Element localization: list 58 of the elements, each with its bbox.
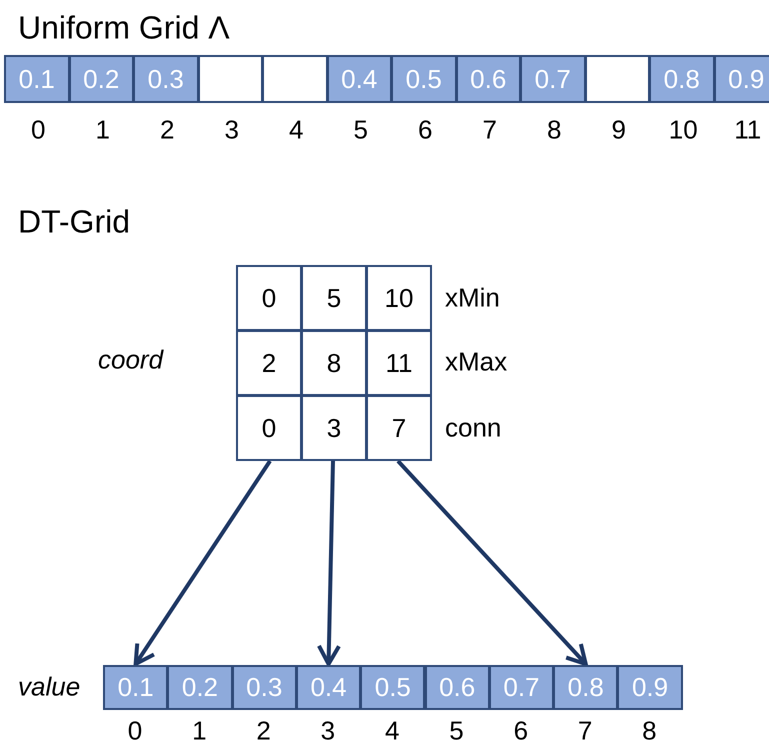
heading: Uniform Grid Λ <box>18 10 230 46</box>
index-number: 5 <box>449 716 464 746</box>
index-number: 8 <box>642 716 657 746</box>
value-cell: 0.6 <box>424 665 490 710</box>
index-number: 10 <box>668 114 698 146</box>
value-cell: 0.2 <box>167 665 233 710</box>
value-cell: 0.4 <box>296 665 362 710</box>
value-cell: 0.4 <box>326 55 392 103</box>
index-number: 1 <box>96 114 110 146</box>
index-number: 0 <box>31 114 46 146</box>
table-cell: 0 <box>236 395 302 461</box>
index-number: 8 <box>547 114 562 146</box>
table-cell: 3 <box>301 395 367 461</box>
row-label: xMin <box>445 282 500 314</box>
row-label: coord <box>98 344 164 376</box>
index-number: 6 <box>514 716 528 746</box>
value-cell: 0.7 <box>520 55 586 103</box>
value-cell: 0.2 <box>68 55 134 103</box>
value-cell: 0.6 <box>456 55 521 103</box>
index-number: 4 <box>384 716 400 746</box>
table-cell: 11 <box>366 330 432 396</box>
arrow <box>396 460 588 666</box>
index-number: 11 <box>734 114 762 146</box>
value-cell: 0.1 <box>103 665 168 710</box>
index-number: 7 <box>482 114 497 146</box>
table-cell: 2 <box>236 330 302 396</box>
table-cell: 8 <box>301 330 367 396</box>
value-cell: 0.7 <box>488 665 554 710</box>
index-number: 0 <box>128 716 142 746</box>
index-number: 9 <box>612 114 626 146</box>
index-number: 5 <box>354 114 368 146</box>
arrow <box>134 460 272 666</box>
value-cell: 0.9 <box>714 55 769 103</box>
value-cell: 0.1 <box>4 55 70 103</box>
table-cell: 0 <box>236 265 302 331</box>
value-cell: 0.8 <box>649 55 714 103</box>
index-number: 7 <box>578 716 592 746</box>
index-number: 1 <box>192 716 207 746</box>
value-cell: 0.8 <box>553 665 618 710</box>
arrow <box>316 460 341 666</box>
row-label: value <box>18 672 80 702</box>
table-cell: 10 <box>366 265 432 331</box>
value-cell: 0.9 <box>617 665 683 710</box>
index-number: 3 <box>224 114 239 146</box>
value-cell: 0.5 <box>391 55 456 103</box>
index-number: 2 <box>256 716 271 746</box>
heading: DT-Grid <box>18 204 130 240</box>
row-label: conn <box>445 412 502 444</box>
index-number: 4 <box>289 114 304 146</box>
row-label: xMax <box>445 346 508 378</box>
index-number: 6 <box>418 114 432 146</box>
table-cell: 5 <box>301 265 367 331</box>
value-cell: 0.3 <box>133 55 198 103</box>
value-cell: 0.5 <box>360 665 426 710</box>
index-number: 3 <box>320 716 336 746</box>
index-number: 2 <box>160 114 174 146</box>
table-cell: 7 <box>366 395 432 461</box>
value-cell: 0.3 <box>232 665 297 710</box>
